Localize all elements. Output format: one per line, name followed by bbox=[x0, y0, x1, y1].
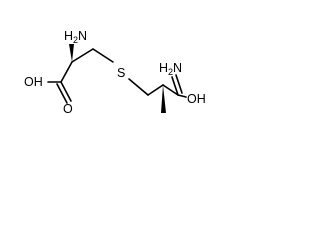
sulfur-label: S bbox=[117, 66, 125, 80]
bond-c-o-double-1 bbox=[60, 81, 72, 102]
bond-c2-c3 bbox=[162, 84, 179, 96]
bond-s-c1 bbox=[128, 78, 149, 96]
bond-c3-n-double-2 bbox=[175, 74, 183, 94]
carbonyl-oxygen-label: O bbox=[63, 102, 73, 116]
bond-c-o-double-2 bbox=[56, 83, 68, 104]
amine-nitrogen-label: H2N bbox=[64, 29, 87, 45]
hydroxyl-label: OH bbox=[24, 75, 43, 89]
amide-nitrogen-label: H2N bbox=[159, 61, 182, 77]
bond-ca-c bbox=[60, 61, 73, 83]
bond-ca-cb bbox=[71, 48, 94, 63]
wedge-bond-c2-methyl bbox=[161, 85, 166, 113]
bond-c3-o bbox=[177, 94, 187, 98]
bond-c1-c2 bbox=[147, 84, 164, 96]
bond-c3-n-double-1 bbox=[171, 76, 179, 96]
molecule-structure: H2N OH O S H2N OH bbox=[24, 29, 206, 116]
wedge-bond-ca-n bbox=[69, 44, 74, 62]
amide-oxygen-label: OH bbox=[187, 92, 206, 106]
bond-cb-s bbox=[92, 48, 114, 63]
